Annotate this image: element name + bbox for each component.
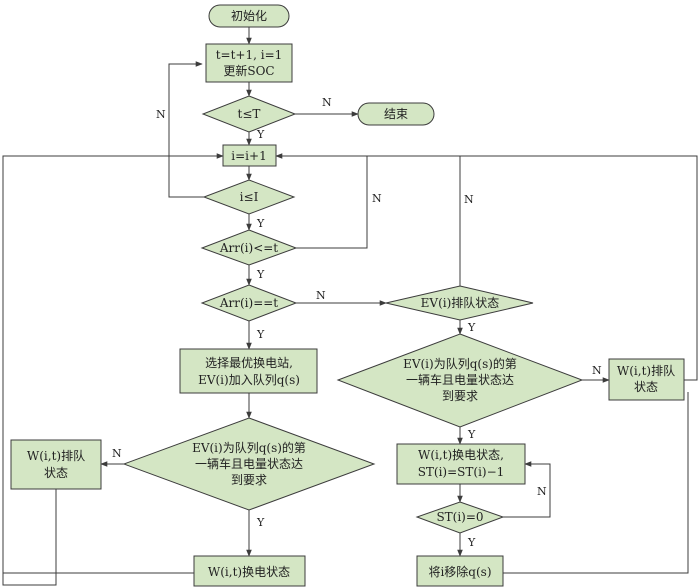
node-st-zero-label: ST(i)=0 <box>436 510 483 524</box>
node-inc-i: i=i+1 <box>222 144 277 167</box>
label-yes-arrle: Y <box>256 268 265 281</box>
edge-evqueue-no-inci <box>276 155 461 286</box>
node-ev-queue: EV(i)排队状态 <box>385 285 534 321</box>
node-arr-le: Arr(i)<=t <box>200 229 298 266</box>
node-queue-right: W(i,t)排队 状态 <box>608 358 685 401</box>
node-swap-right-line2: ST(i)=ST(i)−1 <box>418 465 505 479</box>
node-dec-right: EV(i)为队列q(s)的第 一辆车且电量状态达 到要求 <box>336 333 584 428</box>
node-swap-right-line1: W(i,t)换电状态, <box>418 448 504 462</box>
node-end: 结束 <box>357 102 435 126</box>
node-init: 初始化 <box>208 4 290 28</box>
edge-labels: N Y N Y N Y N Y N Y N Y N Y N Y <box>112 96 602 549</box>
label-no-checki: N <box>156 108 166 121</box>
label-yes-arreq: Y <box>256 328 265 341</box>
node-select-line1: 选择最优换电站, <box>205 356 293 370</box>
edge-queueleft-loop <box>2 153 224 586</box>
node-queue-right-line2: 状态 <box>634 380 658 394</box>
node-inc-i-label: i=i+1 <box>231 149 266 163</box>
node-update-line2: 更新SOC <box>223 63 274 78</box>
node-dec-left-line3: 到要求 <box>231 473 267 487</box>
label-no-decright: N <box>592 364 602 377</box>
edges <box>2 27 698 586</box>
label-yes-stzero: Y <box>467 536 476 549</box>
node-init-label: 初始化 <box>231 9 267 23</box>
edge-queueright-loop <box>460 155 698 381</box>
node-check-i: i≤I <box>202 179 296 215</box>
node-check-t-label: t≤T <box>238 107 261 121</box>
edge-checki-no-update <box>168 61 204 198</box>
node-dec-left: EV(i)为队列q(s)的第 一辆车且电量状态达 到要求 <box>122 417 376 511</box>
node-arr-eq: Arr(i)==t <box>200 284 298 322</box>
edge-remove-loop <box>503 392 689 574</box>
label-no-arreq: N <box>316 289 326 302</box>
node-select: 选择最优换电站, EV(i)加入队列q(s) <box>179 348 318 394</box>
node-dec-right-line2: 一辆车且电量状态达 <box>406 372 514 387</box>
node-swap-right: W(i,t)换电状态, ST(i)=ST(i)−1 <box>396 443 526 485</box>
node-end-label: 结束 <box>384 107 408 121</box>
edge-stzero-no-swapright <box>503 461 551 518</box>
label-yes-evqueue: Y <box>467 321 476 334</box>
node-dec-left-line2: 一辆车且电量状态达 <box>195 456 303 471</box>
node-dec-left-line1: EV(i)为队列q(s)的第 <box>192 440 306 455</box>
node-remove: 将i移除q(s) <box>416 555 504 587</box>
node-st-zero: ST(i)=0 <box>415 501 505 534</box>
node-arr-eq-label: Arr(i)==t <box>219 296 278 310</box>
node-check-t: t≤T <box>201 95 297 133</box>
label-yes-checki: Y <box>256 217 265 230</box>
label-no-decleft: N <box>112 447 122 460</box>
edge-arrle-no-inci <box>275 153 368 249</box>
node-queue-left-line1: W(i,t)排队 <box>27 448 85 463</box>
node-update-line1: t=t+1, i=1 <box>216 48 283 62</box>
node-update: t=t+1, i=1 更新SOC <box>205 43 293 83</box>
node-ev-queue-label: EV(i)排队状态 <box>421 295 500 310</box>
node-queue-left-line2: 状态 <box>44 466 68 480</box>
label-no-arrle: N <box>372 192 382 205</box>
node-check-i-label: i≤I <box>240 190 259 204</box>
node-queue-right-line1: W(i,t)排队 <box>617 363 675 378</box>
node-swap-left: W(i,t)换电状态 <box>193 555 306 587</box>
node-remove-label: 将i移除q(s) <box>428 564 491 579</box>
label-no-evqueue: N <box>464 193 474 206</box>
label-yes-decleft: Y <box>256 516 265 529</box>
node-arr-le-label: Arr(i)<=t <box>219 241 278 255</box>
label-yes-checkt: Y <box>256 128 265 141</box>
label-no-stzero: N <box>537 485 547 498</box>
label-no-checkt: N <box>322 96 332 109</box>
node-swap-left-label: W(i,t)换电状态 <box>208 565 290 579</box>
node-queue-left: W(i,t)排队 状态 <box>10 439 102 490</box>
node-dec-right-line3: 到要求 <box>442 389 478 403</box>
node-dec-right-line1: EV(i)为队列q(s)的第 <box>403 356 517 371</box>
node-select-line2: EV(i)加入队列q(s) <box>198 372 300 387</box>
label-yes-decright: Y <box>467 428 476 441</box>
